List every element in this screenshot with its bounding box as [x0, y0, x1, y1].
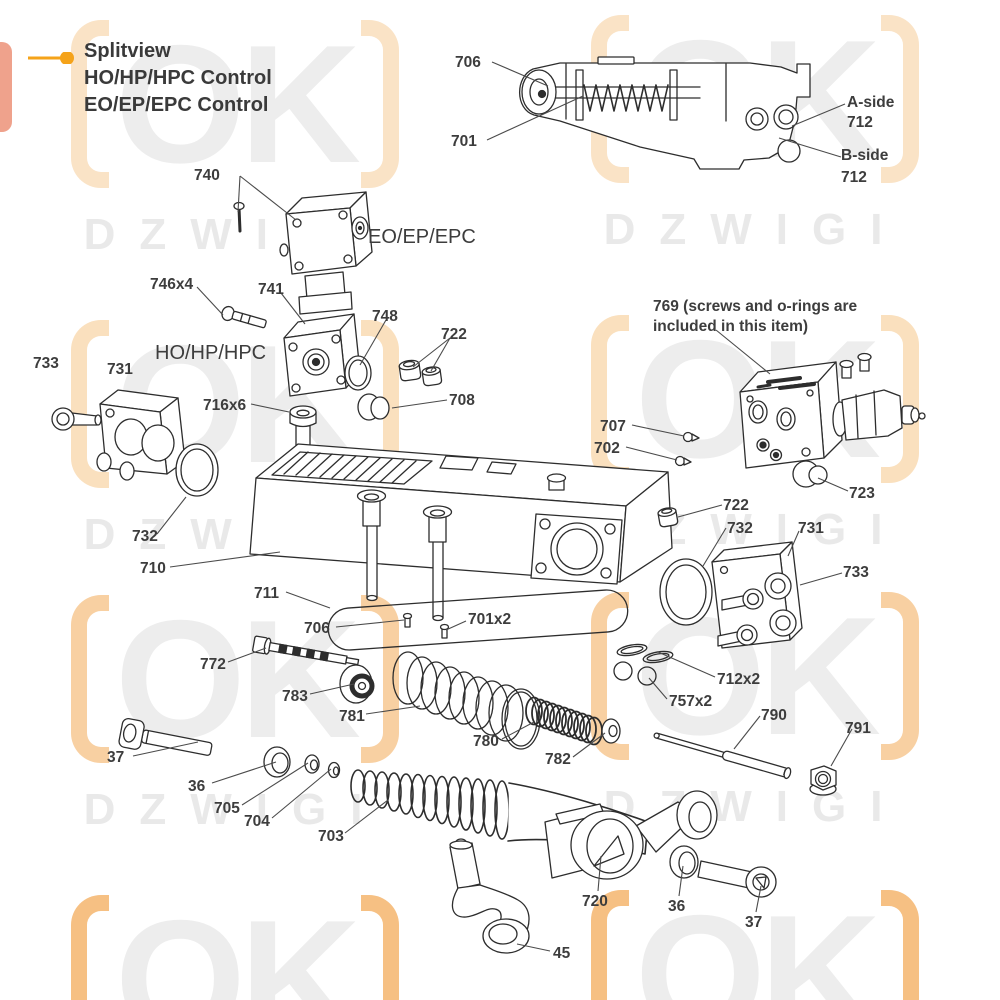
lever-45-drawing — [449, 838, 530, 954]
spring-781-drawing — [392, 651, 541, 750]
callout-722-right: 722 — [723, 497, 749, 514]
screw-733-left-drawing — [51, 407, 102, 431]
solenoid-eo-ep-epc-drawing — [233, 191, 373, 315]
callout-37-left: 37 — [107, 749, 125, 766]
variant-label-eo-ep-epc: EO/EP/EPC — [368, 226, 476, 248]
plug-708-drawing — [357, 393, 390, 421]
variant-label-ho-hp-hpc: HO/HP/HPC — [155, 342, 267, 364]
callout-748: 748 — [372, 308, 398, 325]
spring-780-drawing — [525, 696, 603, 746]
callout-790: 790 — [761, 707, 787, 724]
callout-711: 711 — [254, 585, 280, 602]
pin-706-drawing — [402, 612, 413, 628]
o-rings-712x2-drawing — [616, 643, 674, 664]
retainer-783-drawing — [339, 664, 375, 704]
assembled-control-drawing — [519, 56, 811, 170]
callout-702: 702 — [594, 440, 620, 457]
bushing-705-drawing — [304, 754, 320, 774]
callout-731-left: 731 — [107, 361, 133, 378]
callout-45: 45 — [553, 945, 571, 962]
note-769-line2: included in this item) — [653, 318, 809, 335]
callout-733-right: 733 — [843, 564, 869, 581]
callout-706-bottom: 706 — [304, 620, 330, 637]
callout-772: 772 — [200, 656, 226, 673]
arm-720-drawing — [544, 790, 718, 880]
watermark-fragment — [0, 42, 12, 132]
nut-791-drawing — [809, 765, 837, 796]
callout-701-top: 701 — [451, 133, 477, 150]
screw-707-drawing — [682, 431, 700, 443]
callout-716x6: 716x6 — [203, 397, 247, 414]
callout-723: 723 — [849, 485, 875, 502]
callout-706-top: 706 — [455, 54, 481, 71]
ring-36-bottom-drawing — [669, 845, 699, 879]
callout-705: 705 — [214, 800, 240, 817]
title-eo-ep-epc: EO/EP/EPC Control — [84, 94, 269, 116]
o-ring-732-right-drawing — [659, 558, 713, 626]
callout-703: 703 — [318, 828, 344, 845]
header-marker-icon — [28, 52, 74, 64]
end-cap-731-left-drawing — [96, 389, 186, 481]
callout-a-side: A-side — [847, 94, 895, 111]
callout-712x2: 712x2 — [717, 671, 761, 688]
callout-783: 783 — [282, 688, 308, 705]
callout-36-bottom: 36 — [668, 898, 686, 915]
screw-746-drawing — [221, 305, 267, 329]
leader-lines — [132, 61, 853, 952]
callout-782: 782 — [545, 751, 571, 768]
callout-36-left: 36 — [188, 778, 206, 795]
callout-708: 708 — [449, 392, 475, 409]
callout-710: 710 — [140, 560, 166, 577]
rod-790-drawing — [653, 732, 792, 780]
bolt-37-bottom-drawing — [697, 860, 777, 898]
callout-707: 707 — [600, 418, 626, 435]
spool-772-drawing — [252, 635, 360, 666]
o-ring-748-drawing — [344, 355, 372, 391]
callout-733-left: 733 — [33, 355, 59, 372]
o-rings-757x2-drawing — [613, 661, 657, 686]
callout-712-a: 712 — [847, 114, 873, 131]
callout-720: 720 — [582, 893, 608, 910]
callout-701x2: 701x2 — [468, 611, 512, 628]
pins-701x2-drawing — [439, 623, 450, 639]
washer-704-drawing — [327, 761, 341, 779]
block-769-drawing — [739, 352, 926, 469]
callout-731-right: 731 — [798, 520, 824, 537]
screw-702-drawing — [674, 455, 692, 467]
note-769-line1: 769 (screws and o-rings are — [653, 298, 858, 315]
callout-791: 791 — [845, 720, 871, 737]
gasket-711-drawing — [327, 589, 629, 651]
callout-746x4: 746x4 — [150, 276, 194, 293]
callout-741: 741 — [258, 281, 284, 298]
ring-36-left-drawing — [263, 746, 291, 778]
end-cap-731-right-drawing — [711, 541, 803, 649]
plug-723-drawing — [792, 460, 828, 488]
page-title: Splitview HO/HP/HPC Control EO/EP/EPC Co… — [84, 38, 272, 119]
title-splitview: Splitview — [84, 40, 171, 62]
callout-780: 780 — [473, 733, 499, 750]
bolt-37-left-drawing — [118, 718, 213, 756]
callout-740: 740 — [194, 167, 220, 184]
callout-732-right: 732 — [727, 520, 753, 537]
callout-b-side: B-side — [841, 147, 889, 164]
callout-722-pair: 722 — [441, 326, 467, 343]
callout-757x2: 757x2 — [669, 693, 713, 710]
callout-781: 781 — [339, 708, 365, 725]
washer-782-drawing — [601, 718, 621, 744]
callout-732-left: 732 — [132, 528, 158, 545]
title-ho-hp-hpc: HO/HP/HPC Control — [84, 67, 272, 89]
callout-704: 704 — [244, 813, 270, 830]
callout-37-bottom: 37 — [745, 914, 763, 931]
o-ring-732-left-drawing — [175, 443, 219, 497]
valve-body-710-drawing — [249, 443, 673, 622]
callout-712-b: 712 — [841, 169, 867, 186]
plug-722-right-drawing — [657, 507, 679, 528]
plugs-722-drawing — [398, 359, 443, 387]
